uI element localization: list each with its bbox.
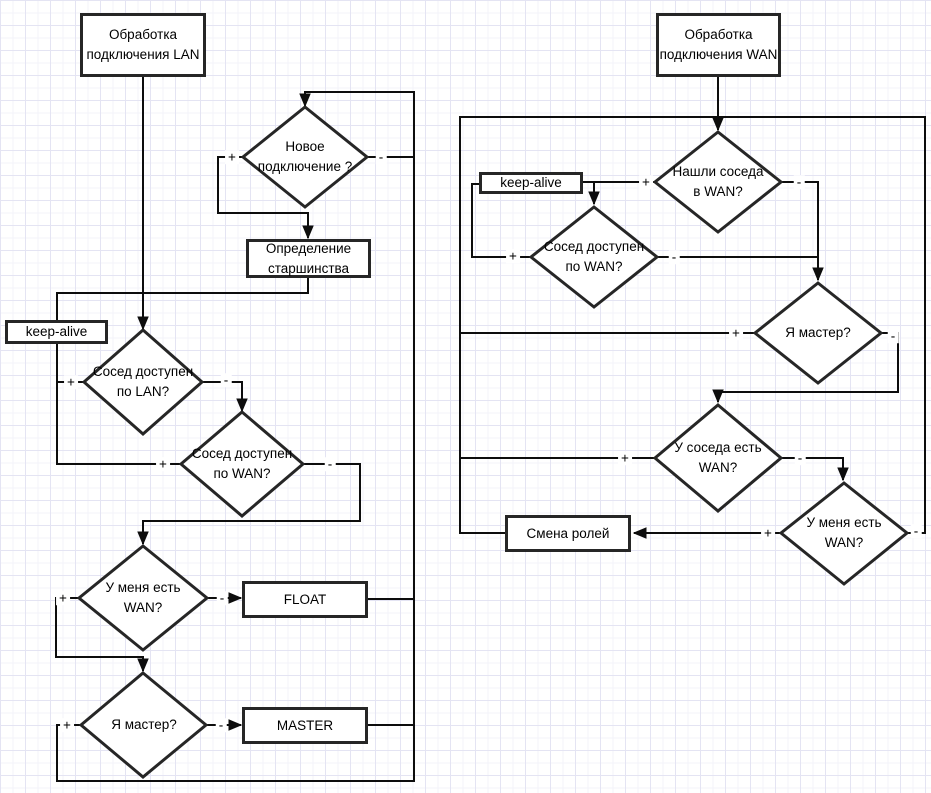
- edge-lmaster-plus-loop: [56, 91, 415, 782]
- decision-neighbor-wan-left-label: Сосед доступен по WAN?: [191, 446, 293, 481]
- edge-label-minus: -: [887, 329, 899, 343]
- process-wan-start[interactable]: Обработка подключения WAN: [656, 13, 781, 77]
- edge-rneighbor-minus-to-rmywan: [781, 457, 843, 480]
- decision-have-wan-left-shape[interactable]: [76, 544, 210, 652]
- state-float[interactable]: FLOAT: [242, 581, 368, 618]
- process-seniority[interactable]: Определение старшинства: [246, 239, 371, 278]
- decision-neighbor-wan-left-shape[interactable]: [178, 410, 306, 518]
- edge-label-minus: -: [793, 175, 805, 189]
- edge-label-plus: +: [56, 591, 70, 605]
- edge-label-minus: -: [324, 457, 336, 471]
- edge-label-plus: +: [225, 150, 239, 164]
- edge-lwan-minus-to-mywan: [143, 463, 361, 544]
- edge-label-minus: -: [910, 524, 922, 538]
- process-swap-roles[interactable]: Смена ролей: [505, 515, 631, 552]
- decision-neighbor-has-wan-label: У соседа есть WAN?: [674, 440, 762, 475]
- edge-label-plus: +: [639, 175, 653, 189]
- edge-right-outer-loop: [459, 116, 926, 534]
- decision-found-neighbor-shape[interactable]: [652, 130, 784, 234]
- edge-seniority-keepalive-loop: [56, 277, 309, 465]
- decision-am-master-left-shape[interactable]: [78, 671, 209, 779]
- process-lan-start[interactable]: Обработка подключения LAN: [80, 13, 206, 77]
- decision-neighbor-wan-right-label: Сосед доступен по WAN?: [543, 239, 645, 274]
- decision-found-neighbor-label: Нашли соседа в WAN?: [672, 164, 764, 199]
- decision-have-wan-left-label: У меня есть WAN?: [105, 580, 181, 615]
- process-keepalive-right[interactable]: keep-alive: [479, 172, 583, 194]
- decision-have-wan-right-shape[interactable]: [778, 481, 910, 586]
- decision-am-master-right-shape[interactable]: [752, 281, 884, 385]
- edge-label-minus: -: [216, 591, 228, 605]
- edge-label-minus: -: [794, 451, 806, 465]
- edge-label-plus: +: [60, 718, 74, 732]
- decision-am-master-right-label: Я мастер?: [785, 325, 851, 341]
- decision-neighbor-lan-shape[interactable]: [81, 328, 205, 436]
- edge-label-minus: -: [375, 150, 387, 164]
- decision-neighbor-lan-label: Сосед доступен по LAN?: [92, 364, 194, 399]
- edge-label-plus: +: [506, 249, 520, 263]
- edge-label-plus: +: [729, 326, 743, 340]
- edge-rfound-minus-to-rmaster: [781, 181, 818, 280]
- edge-llan-minus-to-lwan: [202, 381, 242, 411]
- edge-label-plus: +: [618, 451, 632, 465]
- decision-new-connection-shape[interactable]: [240, 105, 370, 209]
- decision-neighbor-has-wan-shape[interactable]: [652, 403, 784, 513]
- decision-new-connection-label: Новое подключение ?: [257, 139, 353, 174]
- edge-label-minus: -: [220, 373, 232, 387]
- edge-label-plus: +: [156, 457, 170, 471]
- decision-neighbor-wan-right-shape[interactable]: [528, 205, 660, 309]
- edge-rwan-plus-keepalive-loop: [471, 183, 531, 258]
- process-keepalive-left[interactable]: keep-alive: [5, 320, 108, 344]
- state-master[interactable]: MASTER: [242, 707, 368, 744]
- decision-am-master-left-label: Я мастер?: [111, 717, 177, 733]
- edge-label-plus: +: [64, 375, 78, 389]
- edge-label-minus: -: [215, 718, 227, 732]
- decision-have-wan-right-label: У меня есть WAN?: [806, 515, 882, 550]
- edge-label-plus: +: [761, 526, 775, 540]
- edge-label-minus: -: [668, 250, 680, 264]
